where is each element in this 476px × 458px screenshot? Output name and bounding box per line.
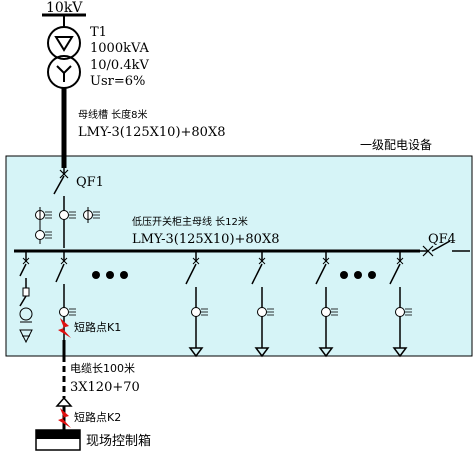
auxiliary-feeder [19,251,33,344]
feeder-3 [315,251,338,358]
transformer-name: T1 [90,25,107,40]
fuse-icon [22,287,30,297]
main-bus-caption: 低压开关柜主母线 长12米 [132,215,248,228]
distribution-panel-frame [5,155,473,357]
busway-spec: LMY-3(125X10)+80X8 [78,125,225,140]
outgoing-breaker-label: QF4 [428,232,456,247]
feeder-arrow-icon [318,347,334,358]
transformer-delta-icon [47,26,81,60]
feeder-2 [251,251,274,358]
field-control-box [35,429,81,451]
fault-lightning-icon [58,408,71,428]
main-outgoing-feeder [55,251,76,356]
transformer-rating: 1000kVA [90,41,149,56]
feeder-1 [185,251,208,358]
busway-caption: 母线槽 长度8米 [78,108,148,121]
feeder-arrow-icon [392,347,408,358]
transformer-t1 [47,26,81,89]
fault-point-k2: 短路点K2 [74,410,121,424]
source-voltage-label: 10kV [46,0,83,16]
breaker-icon [431,240,451,252]
transformer-impedance: Usr=6% [90,74,145,89]
feeder-4 [389,251,412,358]
field-control-box-label: 现场控制箱 [86,433,151,449]
current-transformer-icon [59,307,69,317]
metering-current-transformers [35,207,100,244]
main-breaker-qf1 [53,168,69,248]
main-bus-spec: LMY-3(125X10)+80X8 [132,232,279,247]
cable-spec: 3X120+70 [70,380,140,395]
feeder-arrow-icon [188,347,204,358]
fault-point-k1: 短路点K1 [74,320,121,334]
fault-lightning-icon [58,318,71,338]
outgoing-breaker-qf4 [420,240,470,257]
ground-icon [19,307,33,321]
ellipsis-dots-icon [340,271,376,279]
current-transformer-icon [59,210,69,220]
main-breaker-label: QF1 [76,175,104,190]
breaker-icon [55,263,65,283]
cable-terminal-icon [55,396,73,407]
breaker-icon [53,175,65,195]
ellipsis-dots-icon [92,271,128,279]
feeder-arrow-icon [254,347,270,358]
panel-title: 一级配电设备 [360,138,432,152]
transformer-ratio: 10/0.4kV [90,58,149,73]
cable-length: 电缆长100米 [70,362,135,375]
